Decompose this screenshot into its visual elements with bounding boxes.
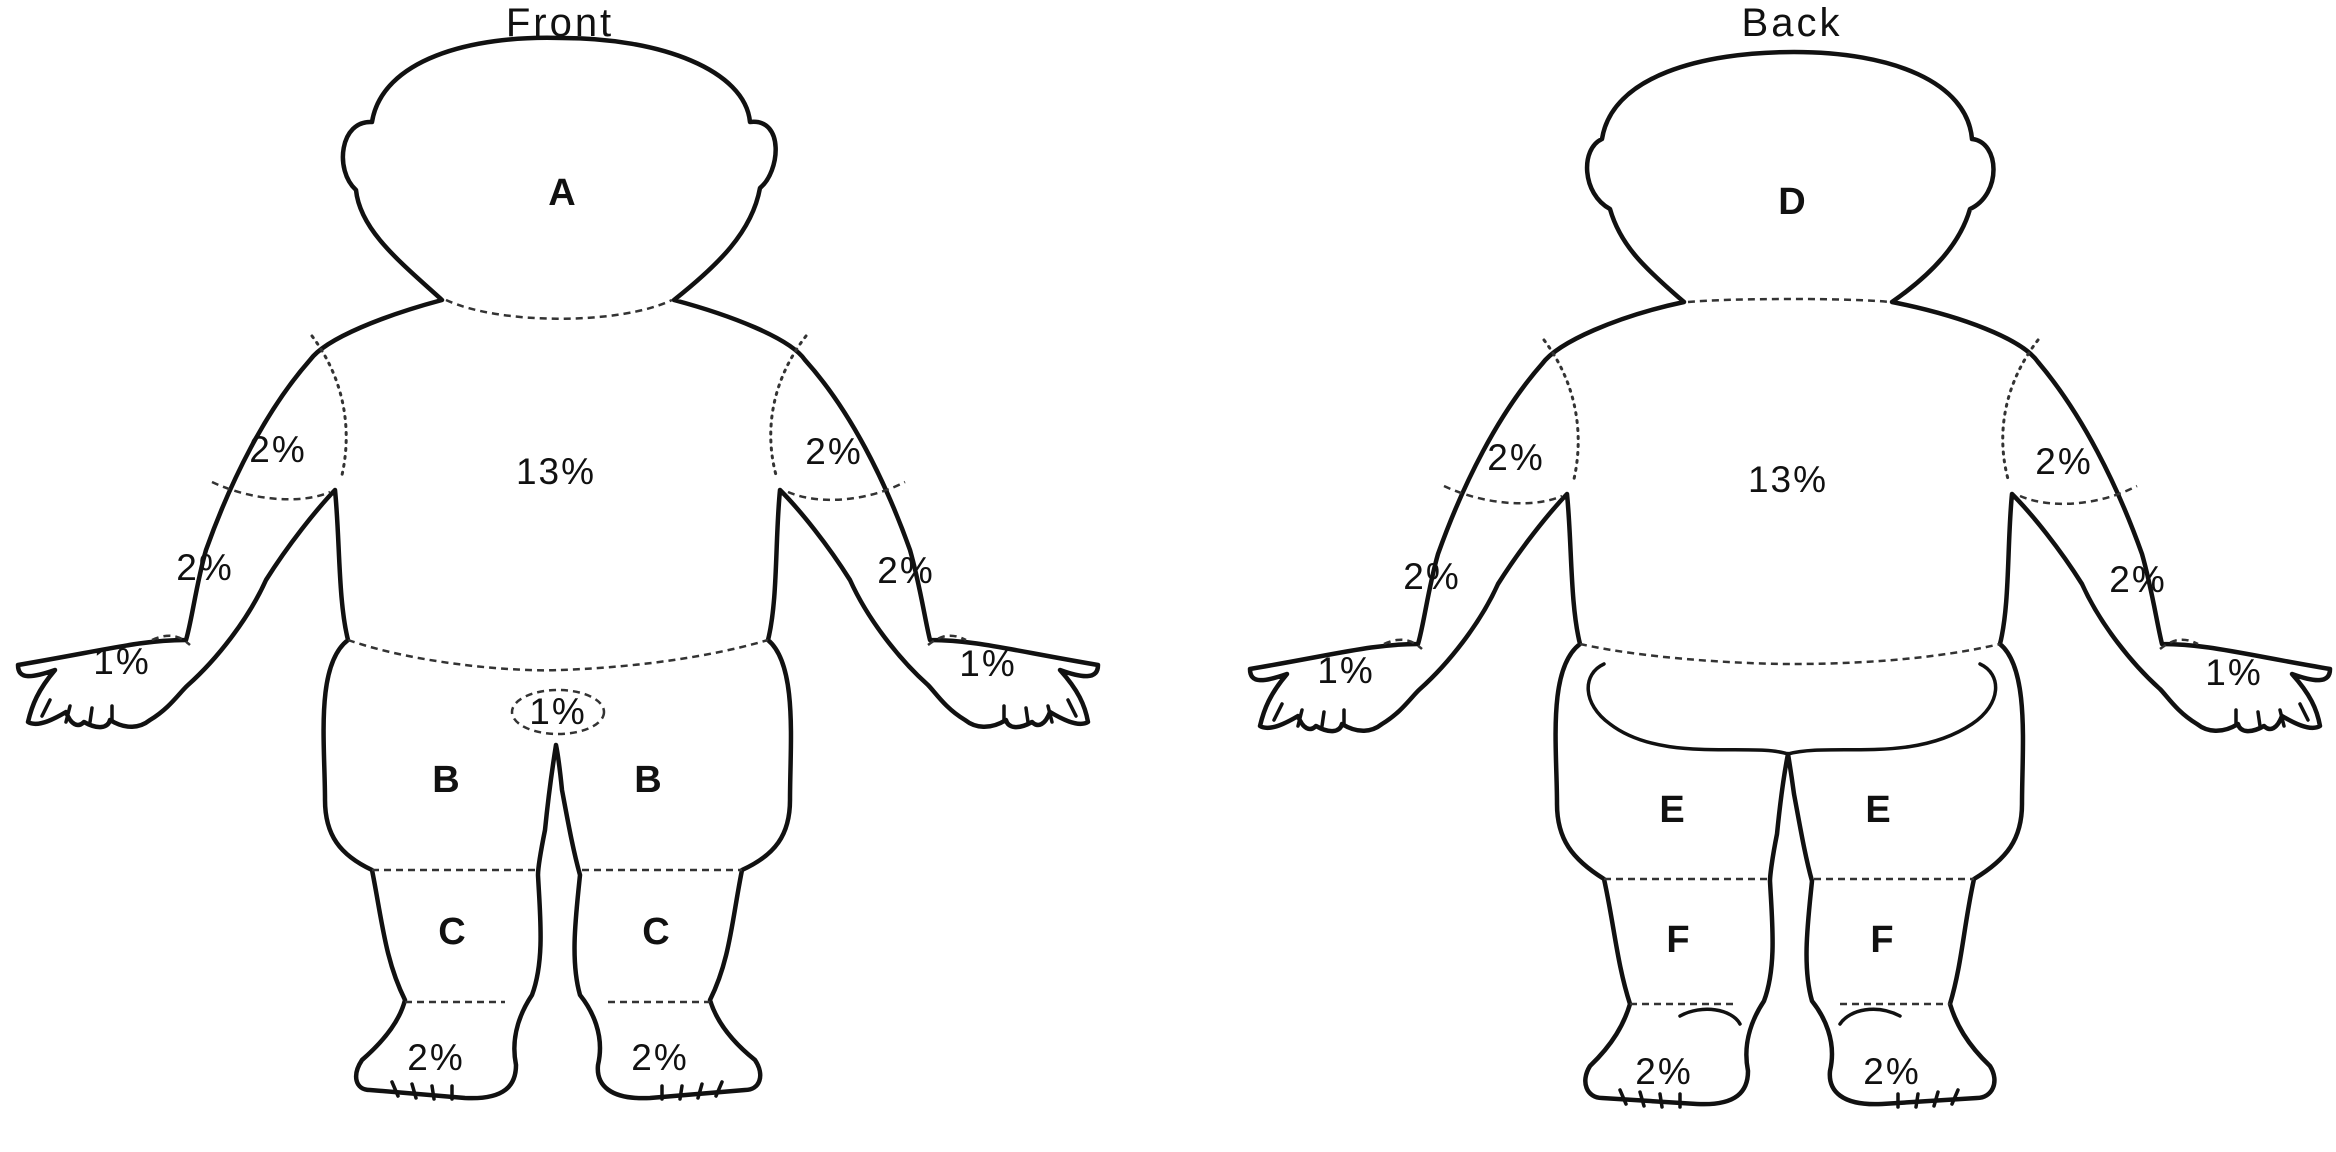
back-foot-right-label: 2% [1863, 1051, 1920, 1092]
front-wrist-left-line [151, 634, 191, 646]
back-toes [1618, 1088, 1960, 1109]
back-body-outline [1247, 49, 2333, 1107]
back-thigh-right-label: E [1865, 789, 1890, 831]
front-hand-left-label: 1% [93, 641, 150, 682]
back-waist-line [1579, 642, 2001, 666]
front-fingers [40, 698, 1078, 724]
front-foot-left-label: 2% [407, 1037, 464, 1078]
back-elbow-left-line [1443, 484, 1563, 505]
front-elbow-left-line [211, 480, 331, 501]
back-fingers [1272, 702, 2310, 728]
back-figure: Back [1247, 1, 2333, 1109]
back-leg-left-label: F [1666, 919, 1689, 961]
back-upper-arm-right-label: 2% [2035, 441, 2092, 482]
front-genitalia-label: 1% [529, 691, 586, 732]
back-shoulder-left-line [1542, 338, 1580, 481]
front-leg-right-label: C [642, 911, 669, 953]
front-forearm-right-label: 2% [877, 550, 934, 591]
back-forearm-left-label: 2% [1403, 556, 1460, 597]
front-figure: Front A 13% [15, 1, 1101, 1101]
front-foot-right-label: 2% [631, 1037, 688, 1078]
back-heel-left-outline [1678, 1007, 1742, 1026]
front-neck-line [445, 298, 673, 320]
back-heel-right-outline [1838, 1007, 1902, 1026]
back-hand-left-label: 1% [1317, 650, 1374, 691]
back-foot-left-label: 2% [1635, 1051, 1692, 1092]
front-leg-left-label: C [438, 911, 465, 953]
front-wrist-right-line [927, 634, 967, 647]
back-forearm-right-label: 2% [2109, 559, 2166, 600]
front-trunk-label: 13% [516, 451, 596, 492]
back-shoulder-right-line [2001, 338, 2040, 481]
front-waist-line [347, 638, 769, 672]
back-wrist-right-line [2159, 638, 2199, 651]
back-buttock-right-outline [1786, 662, 1998, 756]
front-upper-arm-left-label: 2% [249, 429, 306, 470]
front-head-label: A [548, 172, 575, 214]
front-toes [390, 1080, 724, 1101]
back-trunk-label: 13% [1748, 459, 1828, 500]
front-shoulder-right-line [769, 334, 808, 477]
front-hand-right-label: 1% [959, 643, 1016, 684]
back-wrist-left-line [1383, 638, 1423, 650]
back-buttock-left-outline [1586, 662, 1790, 756]
back-title: Back [1742, 1, 1843, 45]
front-thigh-left-label: B [432, 759, 459, 801]
front-forearm-left-label: 2% [176, 547, 233, 588]
front-genital-outline [510, 688, 606, 736]
back-upper-arm-left-label: 2% [1487, 437, 1544, 478]
back-thigh-left-label: E [1659, 789, 1684, 831]
front-thigh-right-label: B [634, 759, 661, 801]
front-shoulder-left-line [310, 334, 348, 477]
back-leg-right-label: F [1870, 919, 1893, 961]
back-neck-line [1687, 297, 1891, 304]
back-hand-right-label: 1% [2205, 652, 2262, 693]
front-upper-arm-right-label: 2% [805, 431, 862, 472]
front-body-outline [15, 35, 1101, 1101]
back-head-label: D [1778, 181, 1805, 223]
